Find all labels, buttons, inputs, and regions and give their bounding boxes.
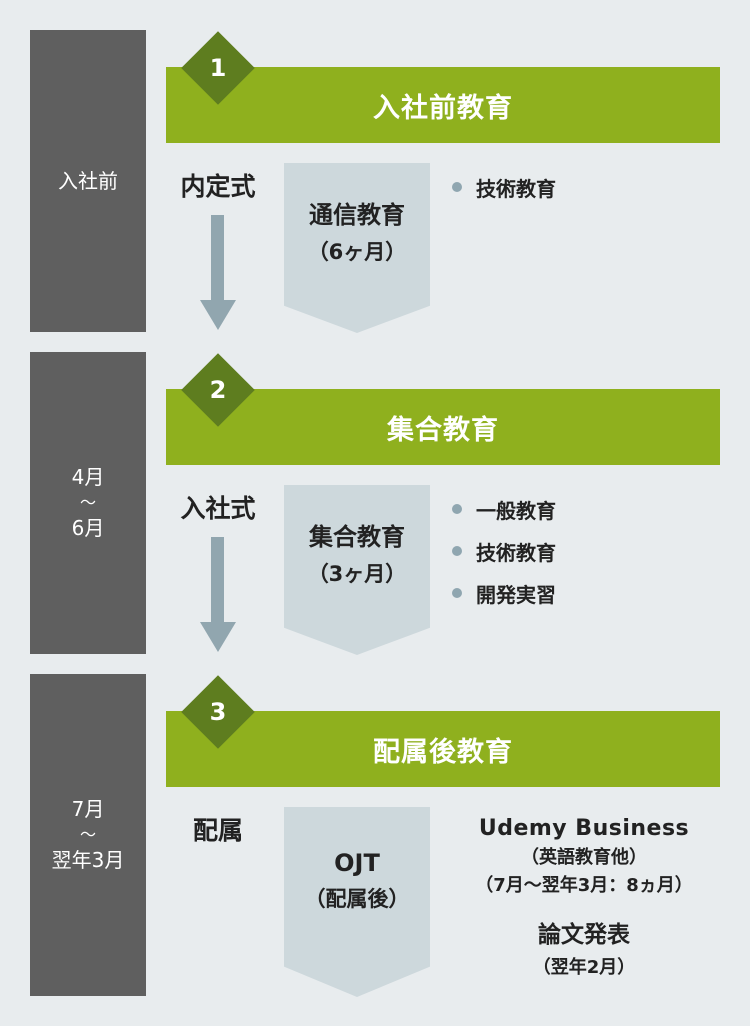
training-box-title: OJT (334, 849, 380, 877)
note-thesis: 論文発表 (538, 922, 630, 948)
period-end: 翌年3月 (51, 847, 125, 872)
period-range-symbol: 〜 (79, 493, 96, 513)
event-label: 配属 (192, 816, 243, 845)
topic-list: 一般教育 技術教育 開発実習 (452, 488, 556, 614)
bullet-icon (452, 504, 462, 514)
training-box-duration: （配属後） (304, 887, 410, 911)
note-udemy-period: （7月〜翌年3月：8ヵ月） (475, 875, 693, 896)
stage-number: 1 (209, 54, 227, 82)
bullet-icon (452, 588, 462, 598)
stage-number: 3 (209, 698, 227, 726)
training-box: 集合教育 （3ヶ月） (284, 485, 430, 655)
training-box: OJT （配属後） (284, 807, 430, 997)
period-text: 入社前 (58, 168, 118, 193)
topic-list: 技術教育 (452, 166, 556, 208)
training-box-duration: （3ヶ月） (307, 562, 407, 586)
period-label-stage-1: 入社前 (30, 30, 146, 332)
note-udemy: Udemy Business (478, 816, 690, 841)
list-item: 技術教育 (452, 530, 556, 572)
training-box-duration: （6ヶ月） (307, 240, 407, 264)
note-udemy-detail: （英語教育他） (521, 847, 647, 868)
list-item: 一般教育 (452, 488, 556, 530)
list-item: 技術教育 (452, 166, 556, 208)
bullet-icon (452, 546, 462, 556)
training-box-title: 通信教育 (309, 201, 405, 229)
arrow-down-icon (200, 300, 236, 330)
period-label-stage-2: 4月 〜 6月 (30, 352, 146, 654)
period-start: 4月 (71, 465, 105, 490)
bullet-icon (452, 182, 462, 192)
note-thesis-date: （翌年2月） (532, 957, 636, 978)
training-box: 通信教育 （6ヶ月） (284, 163, 430, 333)
arrow-down-shaft (211, 537, 224, 624)
arrow-down-icon (200, 622, 236, 652)
stage-title: 入社前教育 (373, 92, 513, 124)
stage-number: 2 (209, 376, 227, 404)
arrow-down-shaft (211, 215, 224, 302)
stage-title: 集合教育 (387, 414, 499, 446)
stage-title: 配属後教育 (373, 736, 513, 768)
stage-2-title-bar: 集合教育 (166, 389, 720, 465)
training-box-title: 集合教育 (309, 523, 405, 551)
period-range-symbol: 〜 (79, 825, 96, 845)
event-label: 内定式 (180, 172, 256, 201)
period-end: 6月 (71, 515, 105, 540)
event-label: 入社式 (180, 494, 256, 523)
stage-3-title-bar: 配属後教育 (166, 711, 720, 787)
list-item: 開発実習 (452, 572, 556, 614)
stage-1-title-bar: 入社前教育 (166, 67, 720, 143)
training-notes: Udemy Business （英語教育他） （7月〜翌年3月：8ヵ月） 論文発… (440, 816, 728, 979)
period-label-stage-3: 7月 〜 翌年3月 (30, 674, 146, 996)
period-start: 7月 (71, 797, 105, 822)
